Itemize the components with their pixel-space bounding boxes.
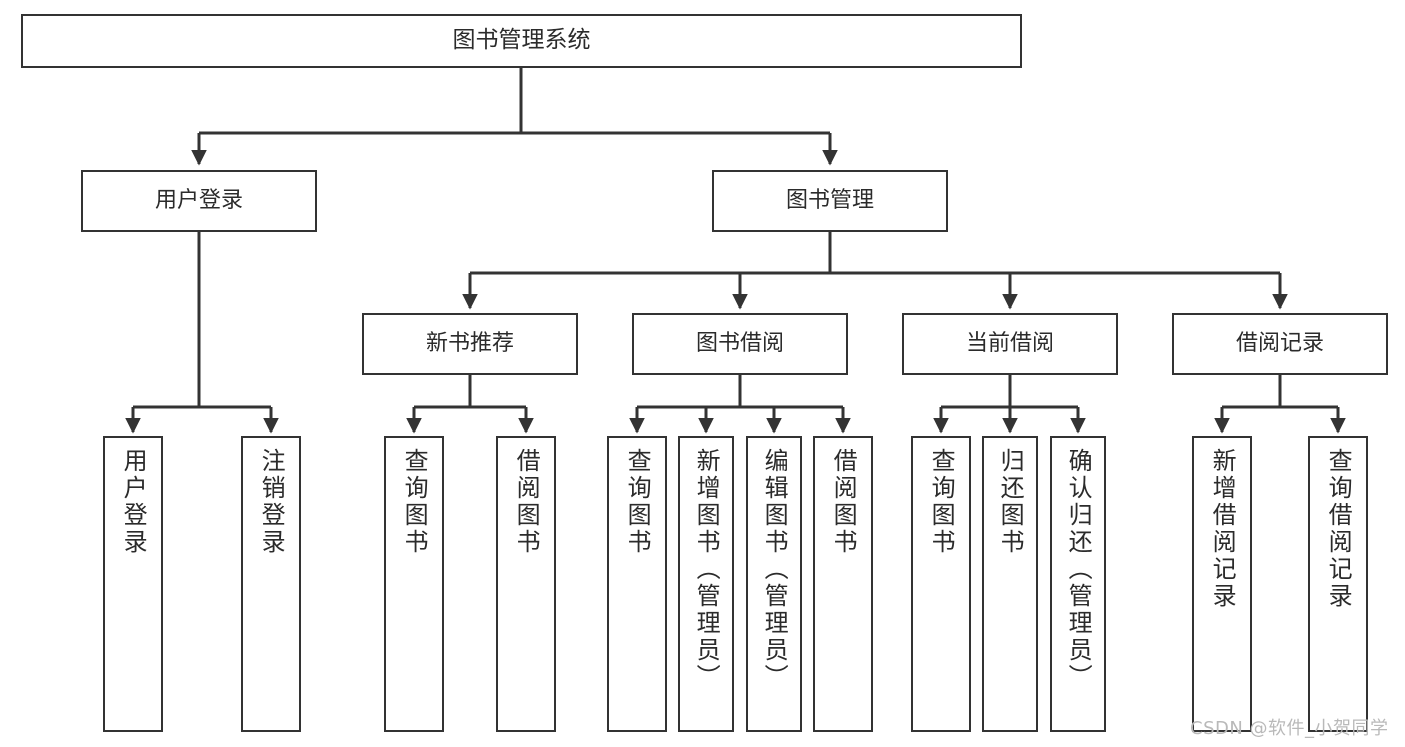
node-leaf-borrow-book-2[interactable]: 借阅图书: [813, 436, 873, 732]
node-leaf-logout-label: 注销登录: [257, 448, 286, 556]
node-leaf-query-book-1[interactable]: 查询图书: [384, 436, 444, 732]
node-leaf-query-record-label: 查询借阅记录: [1324, 448, 1353, 610]
node-new-book-recommend[interactable]: 新书推荐: [362, 313, 578, 375]
node-current-borrow-label: 当前借阅: [965, 331, 1054, 357]
node-leaf-return-book[interactable]: 归还图书: [982, 436, 1038, 732]
node-leaf-confirm-return[interactable]: 确认归还（管理员）: [1050, 436, 1106, 732]
node-leaf-query-book-1-label: 查询图书: [400, 448, 429, 556]
node-borrow-record-label: 借阅记录: [1235, 331, 1324, 357]
node-leaf-logout[interactable]: 注销登录: [241, 436, 301, 732]
node-borrow-record[interactable]: 借阅记录: [1172, 313, 1388, 375]
node-leaf-query-book-3-label: 查询图书: [927, 448, 956, 556]
node-leaf-edit-book-label: 编辑图书（管理员）: [760, 448, 789, 691]
node-book-management[interactable]: 图书管理: [712, 170, 948, 232]
node-leaf-query-book-2[interactable]: 查询图书: [607, 436, 667, 732]
node-leaf-borrow-book-2-label: 借阅图书: [829, 448, 858, 556]
node-leaf-add-record-label: 新增借阅记录: [1208, 448, 1237, 610]
node-user-login[interactable]: 用户登录: [81, 170, 317, 232]
node-leaf-add-book-label: 新增图书（管理员）: [692, 448, 721, 691]
node-leaf-return-book-label: 归还图书: [996, 448, 1025, 556]
node-book-borrow-label: 图书借阅: [695, 331, 784, 357]
node-leaf-add-record[interactable]: 新增借阅记录: [1192, 436, 1252, 732]
node-leaf-query-record[interactable]: 查询借阅记录: [1308, 436, 1368, 732]
node-current-borrow[interactable]: 当前借阅: [902, 313, 1118, 375]
node-leaf-user-login[interactable]: 用户登录: [103, 436, 163, 732]
node-root[interactable]: 图书管理系统: [21, 14, 1022, 68]
node-new-book-recommend-label: 新书推荐: [425, 331, 514, 357]
node-leaf-query-book-3[interactable]: 查询图书: [911, 436, 971, 732]
node-book-borrow[interactable]: 图书借阅: [632, 313, 848, 375]
node-leaf-query-book-2-label: 查询图书: [623, 448, 652, 556]
node-leaf-borrow-book-1[interactable]: 借阅图书: [496, 436, 556, 732]
node-leaf-edit-book[interactable]: 编辑图书（管理员）: [746, 436, 802, 732]
node-root-label: 图书管理系统: [452, 27, 591, 54]
node-leaf-user-login-label: 用户登录: [119, 448, 148, 556]
watermark-text: CSDN @软件_小贺同学: [1190, 718, 1389, 739]
node-leaf-confirm-return-label: 确认归还（管理员）: [1064, 448, 1093, 691]
node-user-login-label: 用户登录: [154, 188, 243, 214]
node-book-management-label: 图书管理: [785, 188, 874, 214]
node-leaf-add-book[interactable]: 新增图书（管理员）: [678, 436, 734, 732]
node-leaf-borrow-book-1-label: 借阅图书: [512, 448, 541, 556]
